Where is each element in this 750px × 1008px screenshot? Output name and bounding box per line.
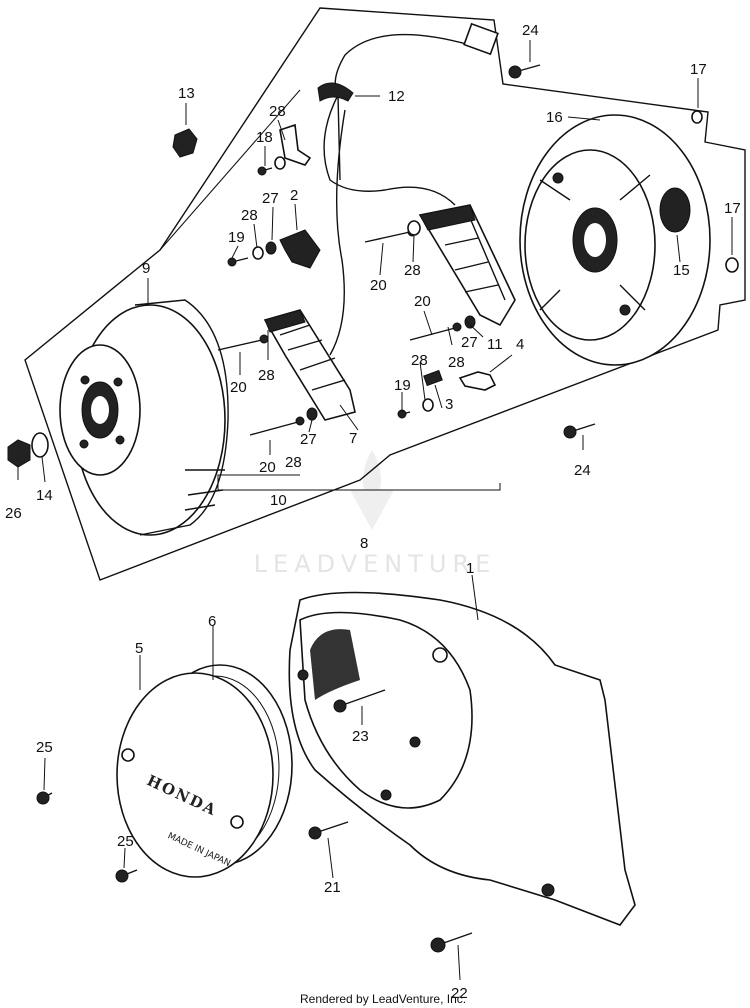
callout-23: 23 bbox=[352, 728, 369, 745]
screw-19a bbox=[227, 257, 249, 267]
callout-5: 5 bbox=[135, 640, 143, 657]
washer-27b bbox=[464, 315, 476, 329]
callout-labels: 13 24 17 12 16 28 18 2 27 17 28 19 9 15 … bbox=[5, 22, 741, 1002]
callout-18: 18 bbox=[256, 129, 273, 146]
washer-27a bbox=[265, 241, 277, 255]
screw-24a bbox=[508, 64, 541, 79]
credit-text: Rendered by LeadVenture, Inc. bbox=[300, 992, 466, 1006]
plate-28 bbox=[279, 123, 312, 166]
callout-19b: 19 bbox=[394, 377, 411, 394]
callout-20d: 20 bbox=[259, 459, 276, 476]
callout-25b: 25 bbox=[117, 833, 134, 850]
callout-28d: 28 bbox=[411, 352, 428, 369]
callout-4: 4 bbox=[516, 336, 524, 353]
leader-lines bbox=[17, 40, 733, 981]
screw-21 bbox=[308, 821, 349, 840]
connector-plug bbox=[463, 22, 499, 56]
screw-19b bbox=[397, 409, 411, 419]
screw-24b bbox=[563, 423, 596, 439]
callout-21: 21 bbox=[324, 879, 341, 896]
callout-20c: 20 bbox=[230, 379, 247, 396]
bracket-line-8 bbox=[217, 483, 501, 491]
plate-4 bbox=[458, 371, 497, 391]
callout-1: 1 bbox=[466, 560, 474, 577]
callout-28a: 28 bbox=[269, 103, 286, 120]
callout-22: 22 bbox=[451, 985, 468, 1002]
callout-15: 15 bbox=[673, 262, 690, 279]
washer-14 bbox=[31, 432, 49, 458]
washer-28d bbox=[422, 398, 434, 412]
screw-25b bbox=[115, 869, 138, 883]
callout-10: 10 bbox=[270, 492, 287, 509]
callout-24b: 24 bbox=[574, 462, 591, 479]
screw-22 bbox=[430, 932, 473, 953]
callout-17a: 17 bbox=[690, 61, 707, 78]
callout-11: 11 bbox=[487, 336, 503, 353]
callout-20b: 20 bbox=[414, 293, 431, 310]
callout-27a: 27 bbox=[262, 190, 279, 207]
o-ring-17a bbox=[691, 110, 703, 124]
callout-12: 12 bbox=[388, 88, 405, 105]
screw-20b bbox=[409, 322, 462, 341]
callout-19a: 19 bbox=[228, 229, 245, 246]
callout-9: 9 bbox=[142, 260, 150, 277]
callout-26: 26 bbox=[5, 505, 22, 522]
callout-17b: 17 bbox=[724, 200, 741, 217]
charging-coil-11 bbox=[418, 204, 516, 327]
grommet-13 bbox=[172, 128, 198, 158]
screw-23 bbox=[333, 689, 386, 713]
inner-bracket-line bbox=[159, 89, 301, 251]
block-3 bbox=[423, 369, 443, 387]
washer-27c bbox=[306, 407, 318, 421]
ignition-coil-7 bbox=[263, 309, 356, 421]
callout-27c: 27 bbox=[300, 431, 317, 448]
bracket-line-10 bbox=[217, 474, 300, 483]
callout-28c: 28 bbox=[404, 262, 421, 279]
watermark-text: LEADVENTURE bbox=[254, 550, 497, 578]
callout-7: 7 bbox=[349, 430, 357, 447]
screw-20c bbox=[217, 334, 269, 351]
callout-20a: 20 bbox=[370, 277, 387, 294]
callout-6: 6 bbox=[208, 613, 216, 630]
flywheel-rotor bbox=[59, 299, 229, 536]
washer-28b bbox=[274, 156, 286, 170]
stator-base-16 bbox=[519, 114, 711, 366]
callout-16: 16 bbox=[546, 109, 563, 126]
callout-28e: 28 bbox=[448, 354, 465, 371]
watermark-logo bbox=[350, 450, 394, 530]
wire-harness bbox=[323, 33, 471, 356]
callout-3: 3 bbox=[445, 396, 453, 413]
callout-28f: 28 bbox=[258, 367, 275, 384]
callout-25a: 25 bbox=[36, 739, 53, 756]
callout-14: 14 bbox=[36, 487, 53, 504]
callout-28b: 28 bbox=[241, 207, 258, 224]
grommet-12 bbox=[317, 82, 354, 102]
contact-bracket-2 bbox=[279, 229, 321, 269]
assembly-outline bbox=[24, 7, 746, 581]
oil-seal-15 bbox=[659, 187, 691, 233]
screw-18 bbox=[257, 166, 273, 176]
o-ring-17b bbox=[725, 257, 739, 273]
point-cover-5: HONDA MADE IN JAPAN bbox=[116, 672, 274, 878]
callout-27b: 27 bbox=[461, 334, 478, 351]
callout-28g: 28 bbox=[285, 454, 302, 471]
callout-24a: 24 bbox=[522, 22, 539, 39]
screw-25a bbox=[36, 791, 53, 805]
washer-28a bbox=[252, 246, 264, 260]
screw-20d bbox=[249, 416, 305, 436]
washer-28c bbox=[407, 220, 421, 236]
callout-13: 13 bbox=[178, 85, 195, 102]
crankcase-cover-1 bbox=[288, 591, 636, 926]
callout-8: 8 bbox=[360, 535, 368, 552]
callout-2: 2 bbox=[290, 187, 298, 204]
nut-26 bbox=[7, 439, 31, 468]
